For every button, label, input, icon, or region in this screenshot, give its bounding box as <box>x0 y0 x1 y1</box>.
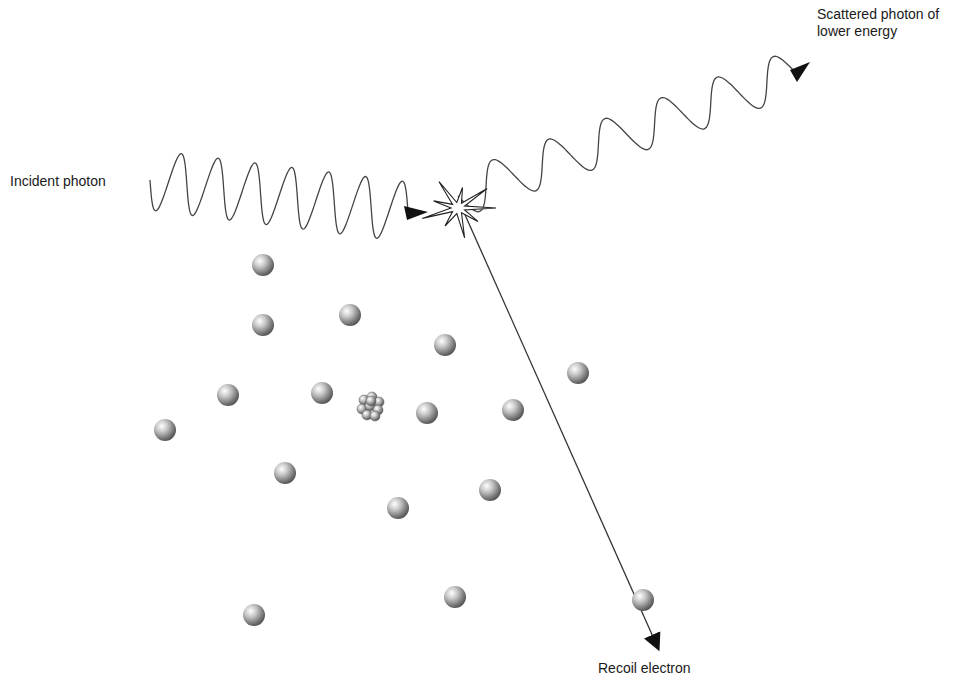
electron <box>252 254 274 276</box>
electron-spheres <box>154 254 589 626</box>
text-label: Scattered photon of lower energy <box>817 6 942 40</box>
electron <box>444 586 466 608</box>
electron <box>243 604 265 626</box>
electron <box>416 402 438 424</box>
electron <box>387 497 409 519</box>
nucleus <box>357 392 384 421</box>
electron <box>311 382 333 404</box>
electron <box>479 479 501 501</box>
recoil-track <box>462 208 658 648</box>
electron <box>154 419 176 441</box>
electron <box>217 384 239 406</box>
text-label: Incident photon <box>10 173 106 190</box>
electron <box>434 334 456 356</box>
collision-burst <box>422 182 496 238</box>
scattered-wave <box>458 56 795 211</box>
electron <box>274 462 296 484</box>
recoil-electron <box>632 589 654 611</box>
electron <box>339 304 361 326</box>
electron <box>252 314 274 336</box>
electron <box>502 399 524 421</box>
text-label: Recoil electron <box>598 660 691 677</box>
electron <box>567 362 589 384</box>
scattered-arrowhead <box>790 62 810 82</box>
nucleon <box>366 396 376 406</box>
nucleon <box>370 411 380 421</box>
incident-wave <box>150 154 408 239</box>
